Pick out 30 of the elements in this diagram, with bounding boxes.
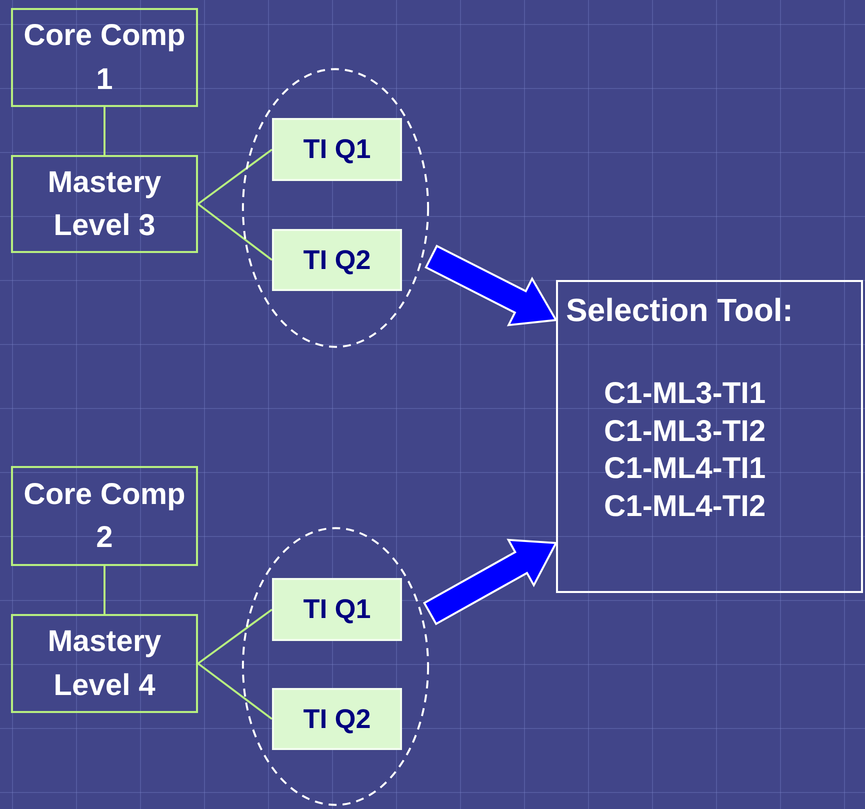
outline-box [11, 8, 198, 107]
list-item-text: C1-ML3-TI1 [604, 376, 767, 412]
heading-text: Selection Tool: [566, 292, 794, 329]
tag-box [272, 578, 402, 641]
node-label: Core Comp 2 [22, 476, 186, 556]
tag-box [272, 688, 402, 750]
list-item-text: C1-ML3-TI2 [604, 414, 767, 450]
outline-box [11, 155, 198, 253]
connector-line [104, 107, 106, 155]
connector-line [197, 608, 273, 664]
list-item-text: C1-ML4-TI2 [604, 488, 767, 524]
block-arrow [424, 244, 558, 326]
connector-line [104, 566, 106, 614]
tag-box [272, 118, 402, 181]
block-arrow [422, 538, 558, 626]
connector-line [197, 148, 273, 205]
node-label: Mastery Level 4 [46, 624, 162, 704]
node-label: Mastery Level 3 [46, 164, 162, 244]
outline-box [11, 466, 198, 566]
label-text: TI Q2 [303, 244, 371, 276]
label-text: TI Q2 [303, 704, 371, 734]
label-text: TI Q1 [303, 134, 371, 165]
tag-box [272, 229, 402, 291]
connector-line [197, 662, 273, 720]
node-label: Core Comp 1 [22, 18, 186, 98]
list-item-text: C1-ML4-TI1 [604, 451, 767, 487]
result-box [556, 280, 863, 593]
connector-line [197, 203, 273, 261]
outline-box [11, 614, 198, 713]
label-text: TI Q1 [303, 594, 371, 625]
